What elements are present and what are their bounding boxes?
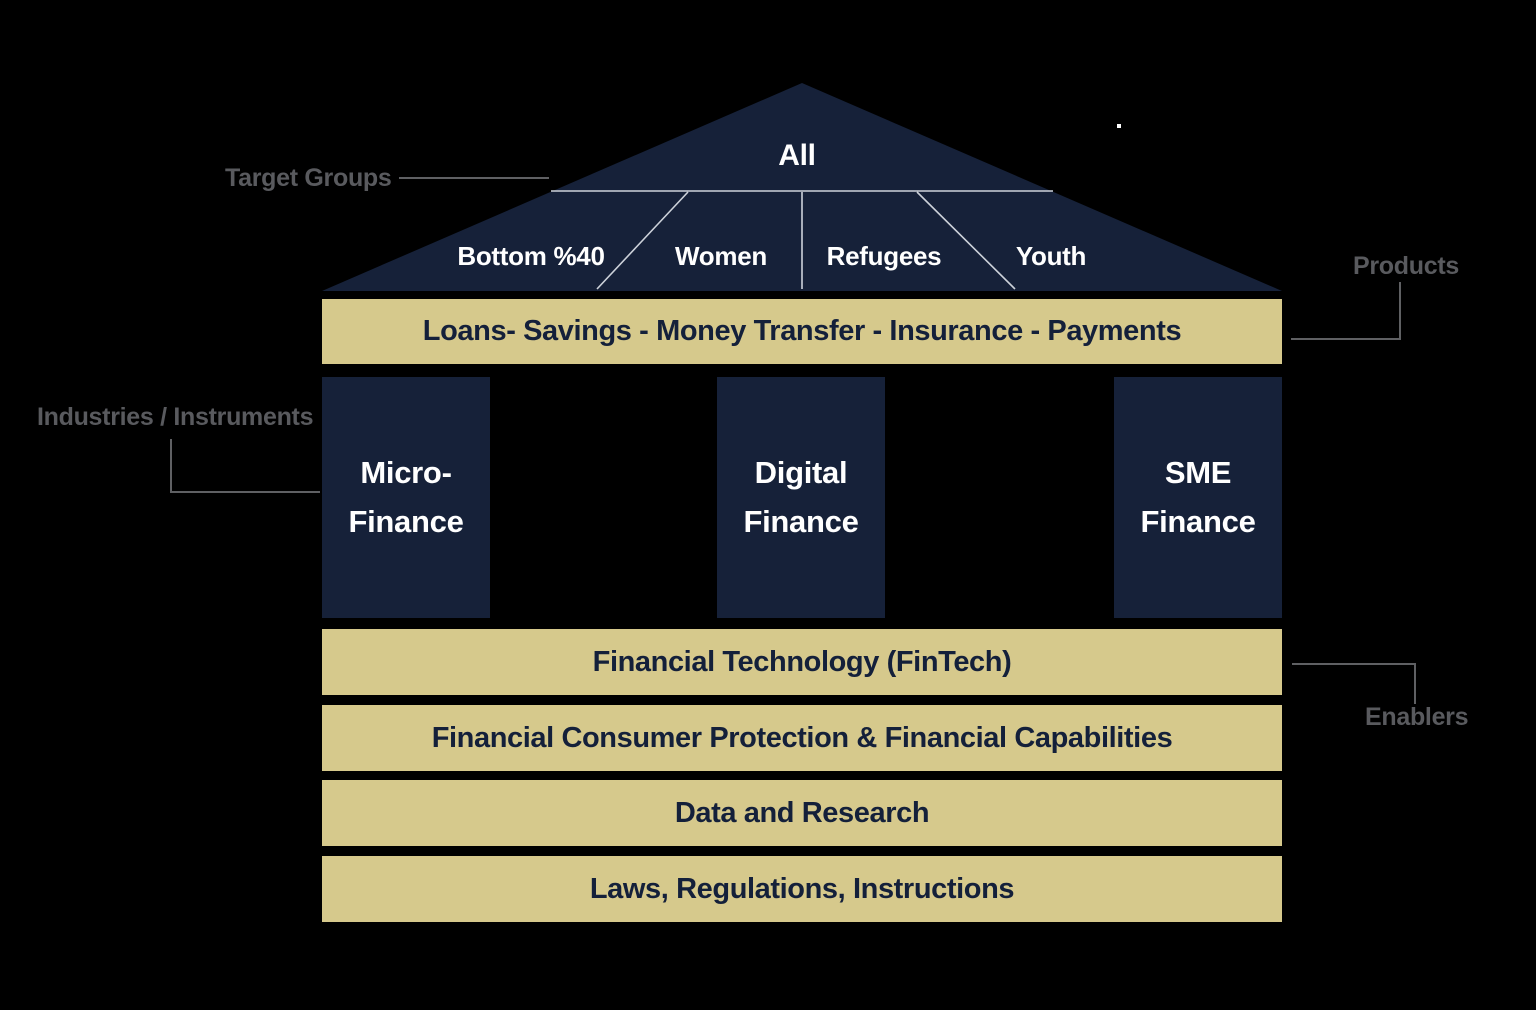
enablers-label: Enablers <box>1365 703 1469 731</box>
pillar-sme-finance-line1: SME <box>1164 454 1232 490</box>
enabler-bar-laws-regulations: Laws, Regulations, Instructions <box>322 856 1282 922</box>
roof-apex-label: All <box>778 139 815 172</box>
industries-instruments-label: Industries / Instruments <box>37 403 314 431</box>
roof-divider-refugees-youth <box>916 191 1016 290</box>
industries-connector-vertical <box>170 439 172 493</box>
roof-segment-youth: Youth <box>1016 241 1086 271</box>
products-label: Products <box>1353 252 1459 280</box>
pillar-micro-finance-line2: Finance <box>348 503 464 539</box>
products-connector-horizontal <box>1291 338 1401 340</box>
pillar-sme-finance: SME Finance <box>1114 377 1282 618</box>
enabler-bar-consumer-protection-label: Financial Consumer Protection & Financia… <box>431 721 1173 754</box>
enabler-bar-fintech: Financial Technology (FinTech) <box>322 629 1282 695</box>
enabler-bar-data-research-label: Data and Research <box>674 796 930 829</box>
pillar-digital-finance-line1: Digital <box>754 454 848 490</box>
pillar-micro-finance-line1: Micro- <box>360 454 452 490</box>
roof-segment-bottom40: Bottom %40 <box>457 241 604 271</box>
roof-shape <box>322 83 1282 291</box>
pillar-micro-finance: Micro- Finance <box>322 377 490 618</box>
roof-segment-refugees: Refugees <box>827 241 942 271</box>
roof-triangle: All Bottom %40 Women Refugees Youth <box>322 83 1282 291</box>
products-bar: Loans- Savings - Money Transfer - Insura… <box>322 299 1282 364</box>
products-bar-label: Loans- Savings - Money Transfer - Insura… <box>422 315 1182 347</box>
target-groups-connector-line <box>399 177 549 179</box>
roof-segment-women: Women <box>675 241 767 271</box>
enabler-bar-consumer-protection: Financial Consumer Protection & Financia… <box>322 705 1282 771</box>
enabler-bar-data-research: Data and Research <box>322 780 1282 846</box>
roof-divider-bottom40-women <box>596 191 689 290</box>
stray-white-dot <box>1117 124 1121 128</box>
enablers-connector-horizontal <box>1292 663 1416 665</box>
enablers-connector-vertical <box>1414 663 1416 704</box>
pillar-digital-finance-line2: Finance <box>743 503 859 539</box>
target-groups-label: Target Groups <box>225 164 392 192</box>
pillar-sme-finance-line2: Finance <box>1140 503 1256 539</box>
industries-connector-horizontal <box>170 491 320 493</box>
enabler-bar-laws-regulations-label: Laws, Regulations, Instructions <box>589 872 1015 905</box>
products-connector-vertical <box>1399 282 1401 340</box>
pillar-digital-finance: Digital Finance <box>717 377 885 618</box>
enabler-bar-fintech-label: Financial Technology (FinTech) <box>592 645 1012 678</box>
